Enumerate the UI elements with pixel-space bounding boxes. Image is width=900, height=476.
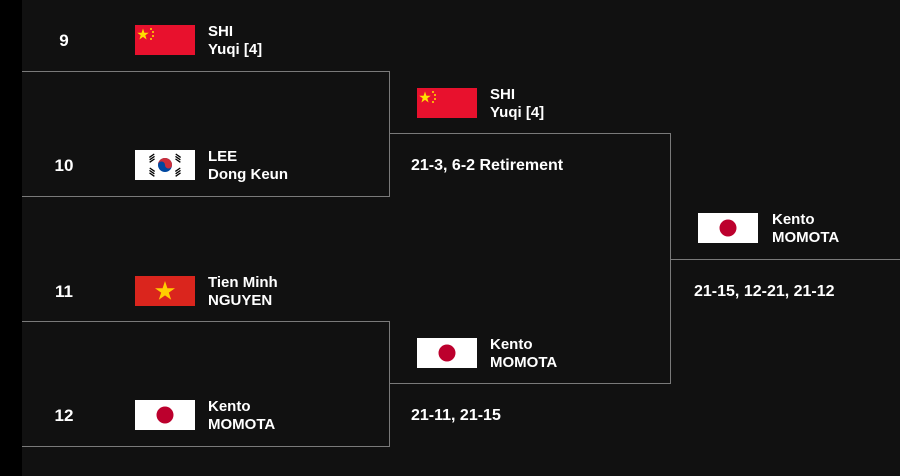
bracket-line — [389, 383, 671, 384]
player-name-line2: MOMOTA — [490, 354, 558, 371]
china-flag-icon — [135, 25, 195, 55]
korea-flag-icon — [135, 150, 195, 180]
seed-number: 10 — [54, 156, 74, 175]
china-flag-icon — [417, 88, 477, 118]
player-name: SHI Yuqi [4] — [208, 23, 262, 59]
bracket-line — [22, 446, 390, 447]
match-score: 21-11, 21-15 — [411, 407, 501, 424]
bracket-line — [670, 133, 671, 384]
player-name-line1: LEE — [208, 148, 238, 165]
player-name: Tien Minh NGUYEN — [208, 274, 278, 310]
player-name-line1: SHI — [490, 86, 516, 103]
player-name-line2: Dong Keun — [208, 166, 288, 183]
bracket-line — [389, 321, 390, 447]
player-name: SHI Yuqi [4] — [490, 86, 544, 122]
japan-flag-icon — [417, 338, 477, 368]
bracket-line — [22, 321, 390, 322]
seed-number: 11 — [55, 282, 73, 301]
player-name-line2: Yuqi [4] — [490, 104, 545, 121]
player-name: Kento MOMOTA — [490, 336, 557, 372]
player-name-line2: Yuqi [4] — [208, 41, 263, 58]
match-score: 21-15, 12-21, 21-12 — [694, 283, 835, 300]
vietnam-flag-icon — [135, 276, 195, 306]
bracket-line — [670, 259, 900, 260]
player-name-line1: Kento — [772, 211, 815, 228]
player-name-line1: SHI — [208, 23, 234, 40]
player-name-line1: Kento — [490, 336, 533, 353]
left-margin — [0, 0, 22, 476]
player-name-line1: Kento — [208, 398, 251, 415]
japan-flag-icon — [698, 213, 758, 243]
bracket-line — [389, 71, 390, 197]
match-score: 21-3, 6-2 Retirement — [411, 157, 564, 174]
seed-number: 9 — [59, 31, 69, 50]
player-name-line2: MOMOTA — [208, 416, 276, 433]
player-name: Kento MOMOTA — [208, 398, 275, 434]
player-name-line2: NGUYEN — [208, 292, 273, 309]
player-name: LEE Dong Keun — [208, 148, 288, 184]
seed-number: 12 — [54, 406, 74, 425]
player-name-line2: MOMOTA — [772, 229, 840, 246]
bracket-line — [389, 133, 671, 134]
bracket-line — [22, 196, 390, 197]
player-name: Kento MOMOTA — [772, 211, 839, 247]
bracket-line — [22, 71, 390, 72]
japan-flag-icon — [135, 400, 195, 430]
player-name-line1: Tien Minh — [208, 274, 278, 291]
